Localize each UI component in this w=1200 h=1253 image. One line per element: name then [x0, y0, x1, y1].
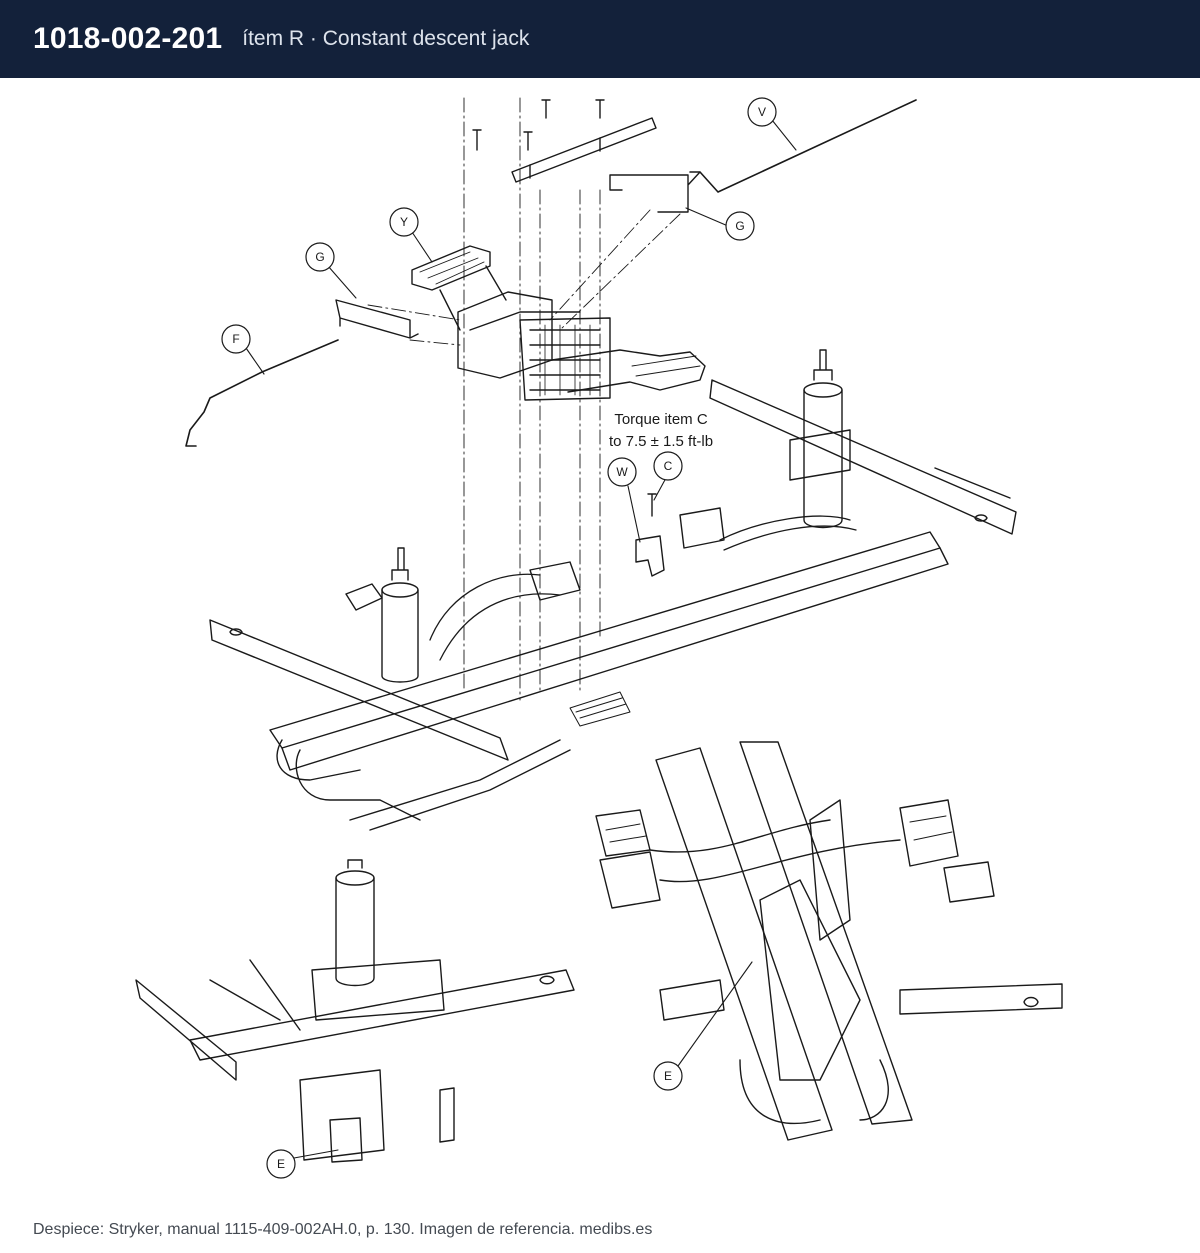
part-number: 1018-002-201	[33, 22, 223, 55]
callout-v: V	[758, 105, 766, 119]
callout-g-right: G	[735, 219, 744, 233]
callout-c: C	[664, 459, 673, 473]
torque-note-line1: Torque item C	[614, 411, 708, 428]
exploded-diagram: V G Y G F W C E E Torque item C to 7.5 ±…	[135, 97, 1063, 1179]
callout-y: Y	[400, 215, 408, 229]
header-bar: 1018-002-201 ítem R · Constant descent j…	[0, 0, 1200, 78]
callout-g-left: G	[315, 250, 324, 264]
footer-caption: Despiece: Stryker, manual 1115-409-002AH…	[33, 1221, 653, 1238]
callout-e-left: E	[277, 1157, 285, 1171]
detail-view-right	[595, 741, 1063, 1141]
callout-f: F	[232, 332, 239, 346]
torque-note-line2: to 7.5 ± 1.5 ft-lb	[609, 433, 713, 450]
pedal-assembly	[185, 97, 917, 701]
callout-w: W	[616, 465, 628, 479]
detail-view-left	[135, 859, 575, 1163]
frame-assembly	[209, 349, 1017, 831]
part-subtitle: ítem R · Constant descent jack	[242, 27, 530, 50]
callout-e-right: E	[664, 1069, 672, 1083]
